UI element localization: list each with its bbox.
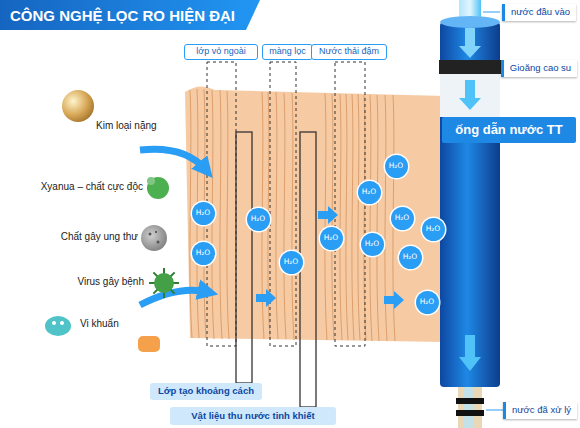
callout-box: Gioăng cao su [501, 60, 577, 77]
layer-tag: màng lọc [262, 44, 313, 60]
contaminant-icons [45, 90, 179, 352]
node-text: H₂O [365, 240, 380, 248]
node-text: H₂O [324, 234, 339, 242]
node-text: H₂O [362, 188, 377, 196]
water-molecule: H₂O [247, 208, 270, 231]
layer-tag: lớp vỏ ngoài [184, 44, 258, 60]
contaminant-label: Xyanua – chất cực độc [41, 181, 143, 193]
water-molecule: H₂O [192, 242, 215, 265]
node-text: màng lọc [269, 47, 306, 57]
node-text: H₂O [426, 225, 441, 233]
contaminant-label: Chất gây ung thư [61, 231, 138, 243]
contaminant-label: Virus gây bệnh [77, 276, 144, 288]
node-text: H₂O [196, 249, 211, 257]
flow-arrows [140, 149, 404, 309]
node-text: H₂O [403, 253, 418, 261]
node-text: Nước thải đậm [319, 47, 379, 57]
sheet-folds [190, 89, 395, 341]
contaminant-label: Vi khuẩn [80, 318, 119, 330]
contaminant-label: Kim loại nặng [96, 120, 157, 132]
ro-cartridge [439, 0, 501, 428]
node-text: ống dẫn nước TT [455, 123, 562, 137]
water-molecule: H₂O [422, 218, 445, 241]
layer-label-box: Vật liệu thu nước tinh khiết [170, 407, 336, 425]
node-text: Gioăng cao su [510, 63, 571, 73]
callout-box: nước đầu vào [502, 4, 576, 21]
node-text: H₂O [284, 258, 299, 266]
node-text: H₂O [395, 214, 410, 222]
water-molecule: H₂O [416, 291, 439, 314]
callout-box: nước đã xử lý [503, 402, 577, 419]
water-molecule: H₂O [280, 251, 303, 274]
water-molecule: H₂O [192, 202, 215, 225]
node-text: lớp vỏ ngoài [196, 47, 245, 57]
layer-brackets [207, 62, 365, 407]
water-molecule: H₂O [399, 246, 422, 269]
node-text: H₂O [196, 209, 211, 217]
water-molecule: H₂O [361, 233, 384, 256]
layer-tag: Nước thải đậm [311, 44, 387, 60]
node-text: Vật liệu thu nước tinh khiết [191, 411, 314, 421]
water-molecule: H₂O [320, 227, 343, 250]
water-molecule: H₂O [391, 207, 414, 230]
node-text: H₂O [389, 162, 404, 170]
title-text: CÔNG NGHỆ LỌC RO HIỆN ĐẠI [10, 7, 235, 24]
water-molecule: H₂O [358, 181, 381, 204]
node-text: nước đầu vào [511, 7, 570, 17]
node-text: H₂O [420, 298, 435, 306]
center-tube-box: ống dẫn nước TT [442, 117, 576, 143]
node-text: Lớp tạo khoảng cách [158, 386, 254, 396]
node-text: nước đã xử lý [512, 405, 571, 415]
layer-label-box: Lớp tạo khoảng cách [150, 383, 262, 400]
membrane-sheet [185, 86, 445, 342]
node-text: H₂O [251, 215, 266, 223]
title-band: CÔNG NGHỆ LỌC RO HIỆN ĐẠI [0, 0, 260, 30]
water-molecule: H₂O [385, 155, 408, 178]
